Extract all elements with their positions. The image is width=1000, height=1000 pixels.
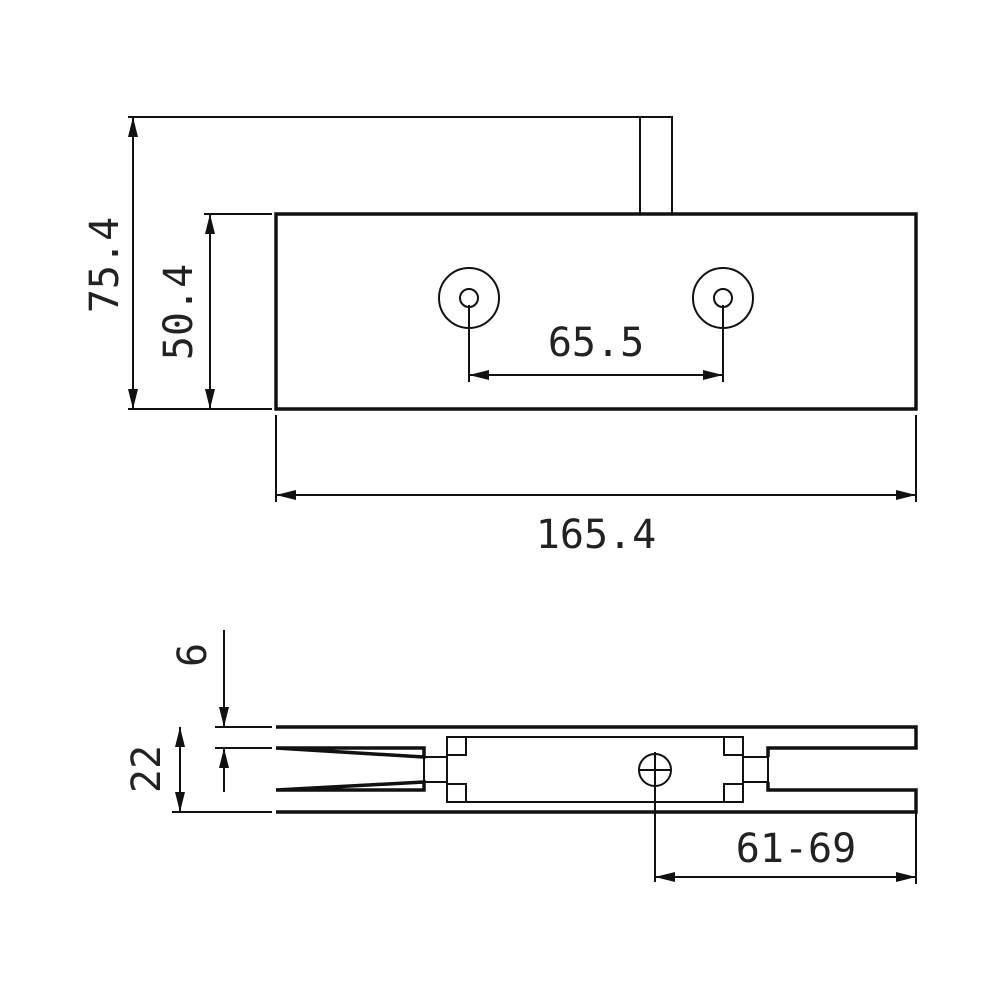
side-view: 6 22 61-69 — [124, 630, 918, 884]
label-thickness: 22 — [124, 745, 170, 793]
extension-lines — [128, 116, 917, 502]
side-extension-lines — [172, 726, 917, 884]
label-plate-height: 50.4 — [156, 264, 202, 360]
post — [639, 116, 673, 214]
label-glass-range: 61-69 — [736, 826, 856, 872]
plate-outline — [274, 212, 918, 411]
label-hole-spacing: 65.5 — [548, 320, 644, 366]
gasket-body — [446, 736, 744, 803]
upper-plate — [275, 725, 918, 759]
label-overall-height: 75.4 — [82, 217, 128, 313]
connectors — [423, 756, 769, 783]
label-offset: 6 — [170, 643, 216, 667]
lower-plate — [275, 780, 918, 814]
label-plate-width: 165.4 — [536, 512, 656, 558]
gasket-corners — [447, 737, 743, 802]
screw-hole — [638, 752, 672, 882]
top-view: 75.4 50.4 65.5 165.4 — [82, 116, 918, 558]
